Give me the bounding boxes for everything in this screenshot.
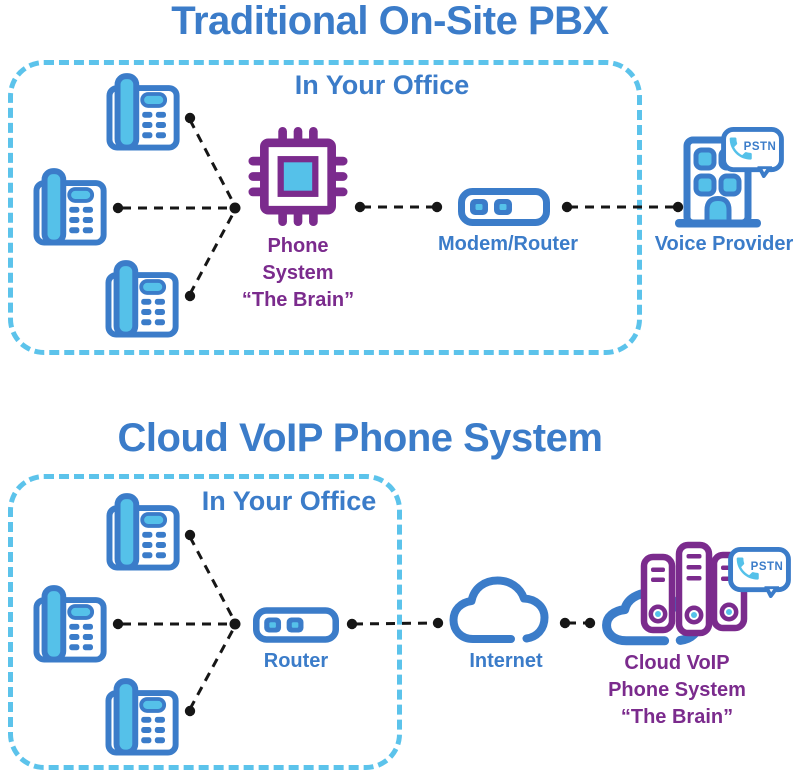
pstn-badge: PSTN <box>743 141 777 153</box>
bottom-office-label: In Your Office <box>201 486 377 516</box>
router-icon <box>253 607 339 643</box>
modem-router-label: Modem/Router <box>438 233 578 255</box>
phone-system-label-line2: System <box>262 262 334 284</box>
cloud-voip-label-line1: Cloud VoIP <box>624 652 730 674</box>
router-label: Router <box>263 650 329 672</box>
cloud-voip-label-line2: Phone System <box>608 679 746 701</box>
internet-cloud-icon <box>448 571 552 647</box>
top-title: Traditional On-Site PBX <box>171 0 609 43</box>
desk-phone-icon <box>98 488 183 574</box>
phone-system-label-line1: Phone <box>267 235 329 257</box>
desk-phone-icon <box>98 68 183 154</box>
desk-phone-icon <box>97 255 182 341</box>
pstn-badge: PSTN <box>750 561 784 573</box>
modem-router-icon <box>458 188 550 226</box>
bottom-title: Cloud VoIP Phone System <box>117 416 603 460</box>
desk-phone-icon <box>25 163 110 249</box>
cpu-chip-icon <box>248 125 348 228</box>
top-office-label: In Your Office <box>294 70 470 100</box>
phone-system-label-line3: “The Brain” <box>241 289 355 311</box>
voice-provider-label: Voice Provider <box>654 233 794 255</box>
phone-system-label: Phone System “The Brain” <box>198 233 398 314</box>
desk-phone-icon <box>97 673 182 759</box>
cloud-voip-label-line3: “The Brain” <box>620 706 734 728</box>
desk-phone-icon <box>25 580 110 666</box>
internet-label: Internet <box>469 650 543 672</box>
cloud-voip-servers-icon <box>600 540 795 652</box>
cloud-voip-system-label: Cloud VoIP Phone System “The Brain” <box>577 650 777 731</box>
